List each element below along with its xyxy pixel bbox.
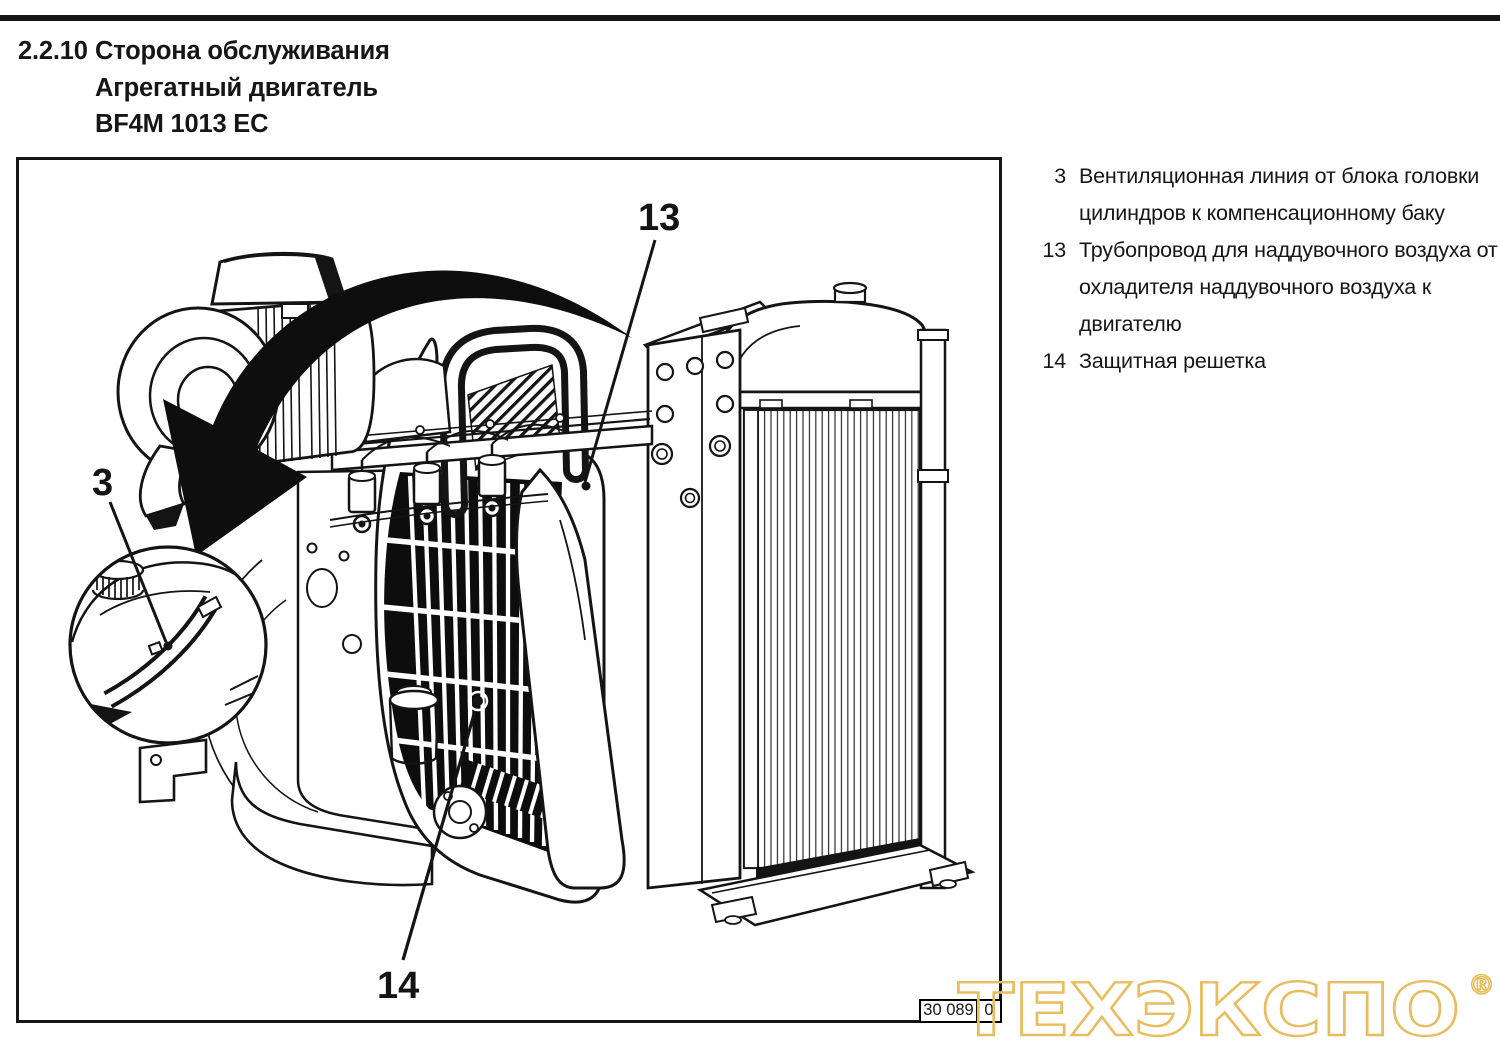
parts-legend: 3 Вентиляционная линия от блока головки …	[1036, 158, 1500, 380]
callout-13: 13	[581, 197, 680, 490]
legend-item-13: 13 Трубопровод для наддувочного воздуха …	[1036, 232, 1500, 343]
radiator-right-channel	[919, 328, 946, 889]
drawing-revision: 0	[984, 1001, 994, 1019]
filter-cap	[209, 251, 348, 306]
callout-3-label: 3	[92, 462, 113, 504]
detail-inset-circle	[67, 544, 268, 745]
callout-14-label: 14	[377, 965, 419, 1007]
legend-item-number: 13	[1042, 238, 1066, 262]
callout-14-leader	[400, 703, 479, 960]
injection-pumps	[329, 423, 566, 533]
breather-cup	[388, 684, 439, 765]
legend-item-text: Трубопровод для наддувочного воздуха от …	[1079, 238, 1498, 336]
figure-frame: 3 13 14	[16, 157, 1002, 1023]
legend-item-text: Вентиляционная линия от блока головки ци…	[1079, 164, 1480, 225]
title-lines: Сторона обслуживания Агрегатный двигател…	[95, 33, 390, 143]
callout-3-leader	[108, 500, 167, 643]
mounting-bracket	[138, 738, 207, 803]
header-rule	[0, 15, 1500, 21]
section-number: 2.2.10	[18, 37, 88, 65]
oil-pan	[138, 738, 433, 886]
radiator-core	[742, 408, 921, 869]
radiator	[642, 281, 976, 926]
callout-14: 14	[377, 690, 488, 1007]
legend-item-number: 3	[1054, 164, 1066, 188]
callout-13-label: 13	[638, 197, 680, 239]
direction-arrow	[162, 269, 632, 556]
watermark-svg: ТЕХЭКСПО ®	[957, 967, 1496, 1052]
drawing-number: 30 089	[921, 1001, 978, 1021]
callout-3: 3	[92, 462, 172, 650]
legend-item-14: 14 Защитная решетка	[1036, 343, 1500, 380]
legend-item-text: Защитная решетка	[1079, 349, 1266, 373]
radiator-mount-frame	[646, 327, 741, 890]
engine-drawing: 3 13 14	[67, 197, 976, 1007]
title-line-2: Агрегатный двигатель	[95, 73, 378, 102]
cylinder-head	[330, 357, 653, 471]
page-title: 2.2.10 Сторона обслуживания Агрегатный д…	[18, 33, 390, 143]
watermark-reg-mark: ®	[1468, 972, 1495, 1001]
title-line-3: BF4M 1013 EC	[95, 110, 269, 138]
title-line-1: Сторона обслуживания	[95, 37, 390, 65]
legend-item-3: 3 Вентиляционная линия от блока головки …	[1036, 158, 1500, 232]
watermark-text: ТЕХЭКСПО	[958, 972, 1460, 1047]
watermark: ТЕХЭКСПО ®	[956, 967, 1500, 1052]
legend-item-number: 14	[1042, 349, 1066, 373]
callout-13-leader	[583, 239, 656, 482]
drawing-number-stamp: 30 089 0	[919, 999, 1002, 1023]
